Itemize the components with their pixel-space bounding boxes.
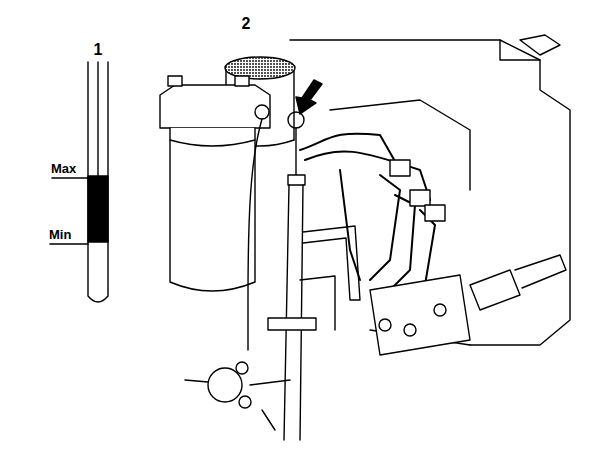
injector-pipes: [300, 134, 435, 300]
dipstick-inset: [50, 62, 108, 302]
callout-number: 2: [242, 16, 251, 32]
injection-pump: [370, 275, 470, 355]
lift-pump: [185, 362, 290, 430]
pointer-arrow: [296, 80, 322, 114]
injectors: [390, 160, 445, 221]
level-mark: Max: [51, 162, 76, 175]
sensor: [470, 255, 566, 310]
fuel-filter: [160, 76, 270, 350]
callout-number: 1: [94, 42, 103, 58]
dipstick-tube: [268, 112, 316, 440]
level-mark: Min: [49, 228, 71, 241]
bracket: [300, 226, 360, 330]
